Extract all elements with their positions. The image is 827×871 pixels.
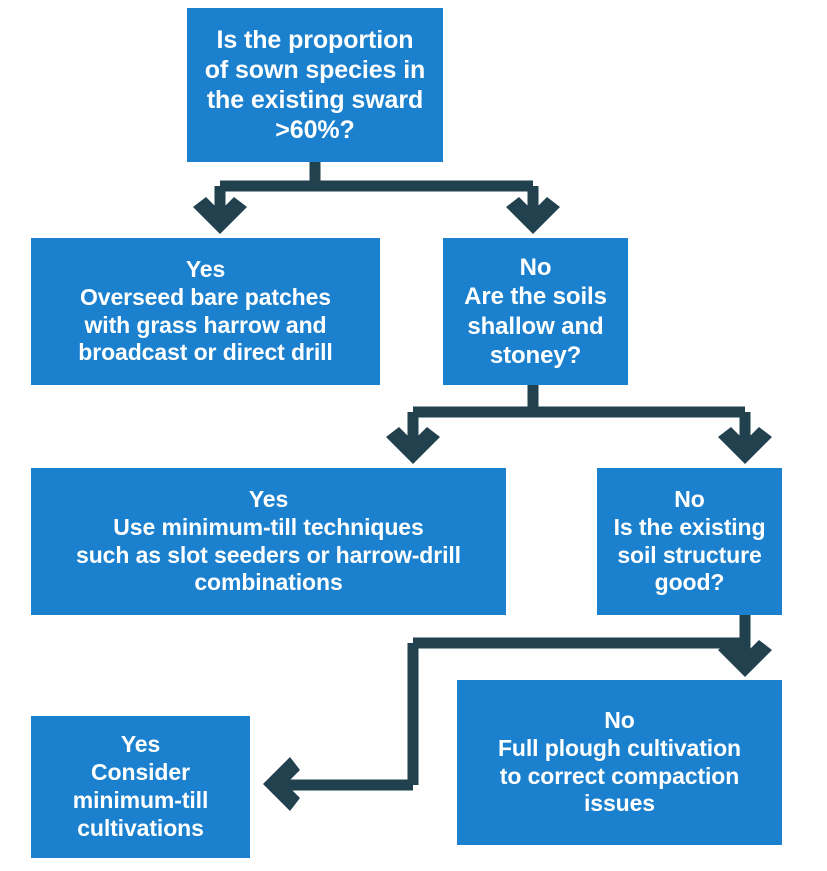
arrowhead-down-q2-yes bbox=[386, 427, 440, 464]
node-no-soil-structure-good[interactable]: No Is the existing soil structure good? bbox=[597, 468, 782, 615]
arrowhead-left-q3-yes bbox=[263, 757, 300, 811]
node-yes-overseed-bare-patches[interactable]: Yes Overseed bare patches with grass har… bbox=[31, 238, 380, 385]
node-no-full-plough-cultivation[interactable]: No Full plough cultivation to correct co… bbox=[457, 680, 782, 845]
node-yes-consider-minimum-till[interactable]: Yes Consider minimum-till cultivations bbox=[31, 716, 250, 858]
arrowhead-down-q3-no bbox=[718, 640, 772, 677]
connector-q1-split bbox=[214, 162, 539, 212]
node-no-soils-shallow-stoney[interactable]: No Are the soils shallow and stoney? bbox=[443, 238, 628, 385]
arrowhead-down-q1-no bbox=[506, 197, 560, 234]
connector-q2no-split bbox=[285, 615, 751, 791]
node-question-sown-proportion[interactable]: Is the proportion of sown species in the… bbox=[187, 8, 443, 162]
connector-q1no-split bbox=[407, 385, 751, 442]
arrowhead-down-q1-yes bbox=[193, 197, 247, 234]
node-yes-minimum-till-techniques[interactable]: Yes Use minimum-till techniques such as … bbox=[31, 468, 506, 615]
arrowhead-down-q2-no bbox=[718, 427, 772, 464]
